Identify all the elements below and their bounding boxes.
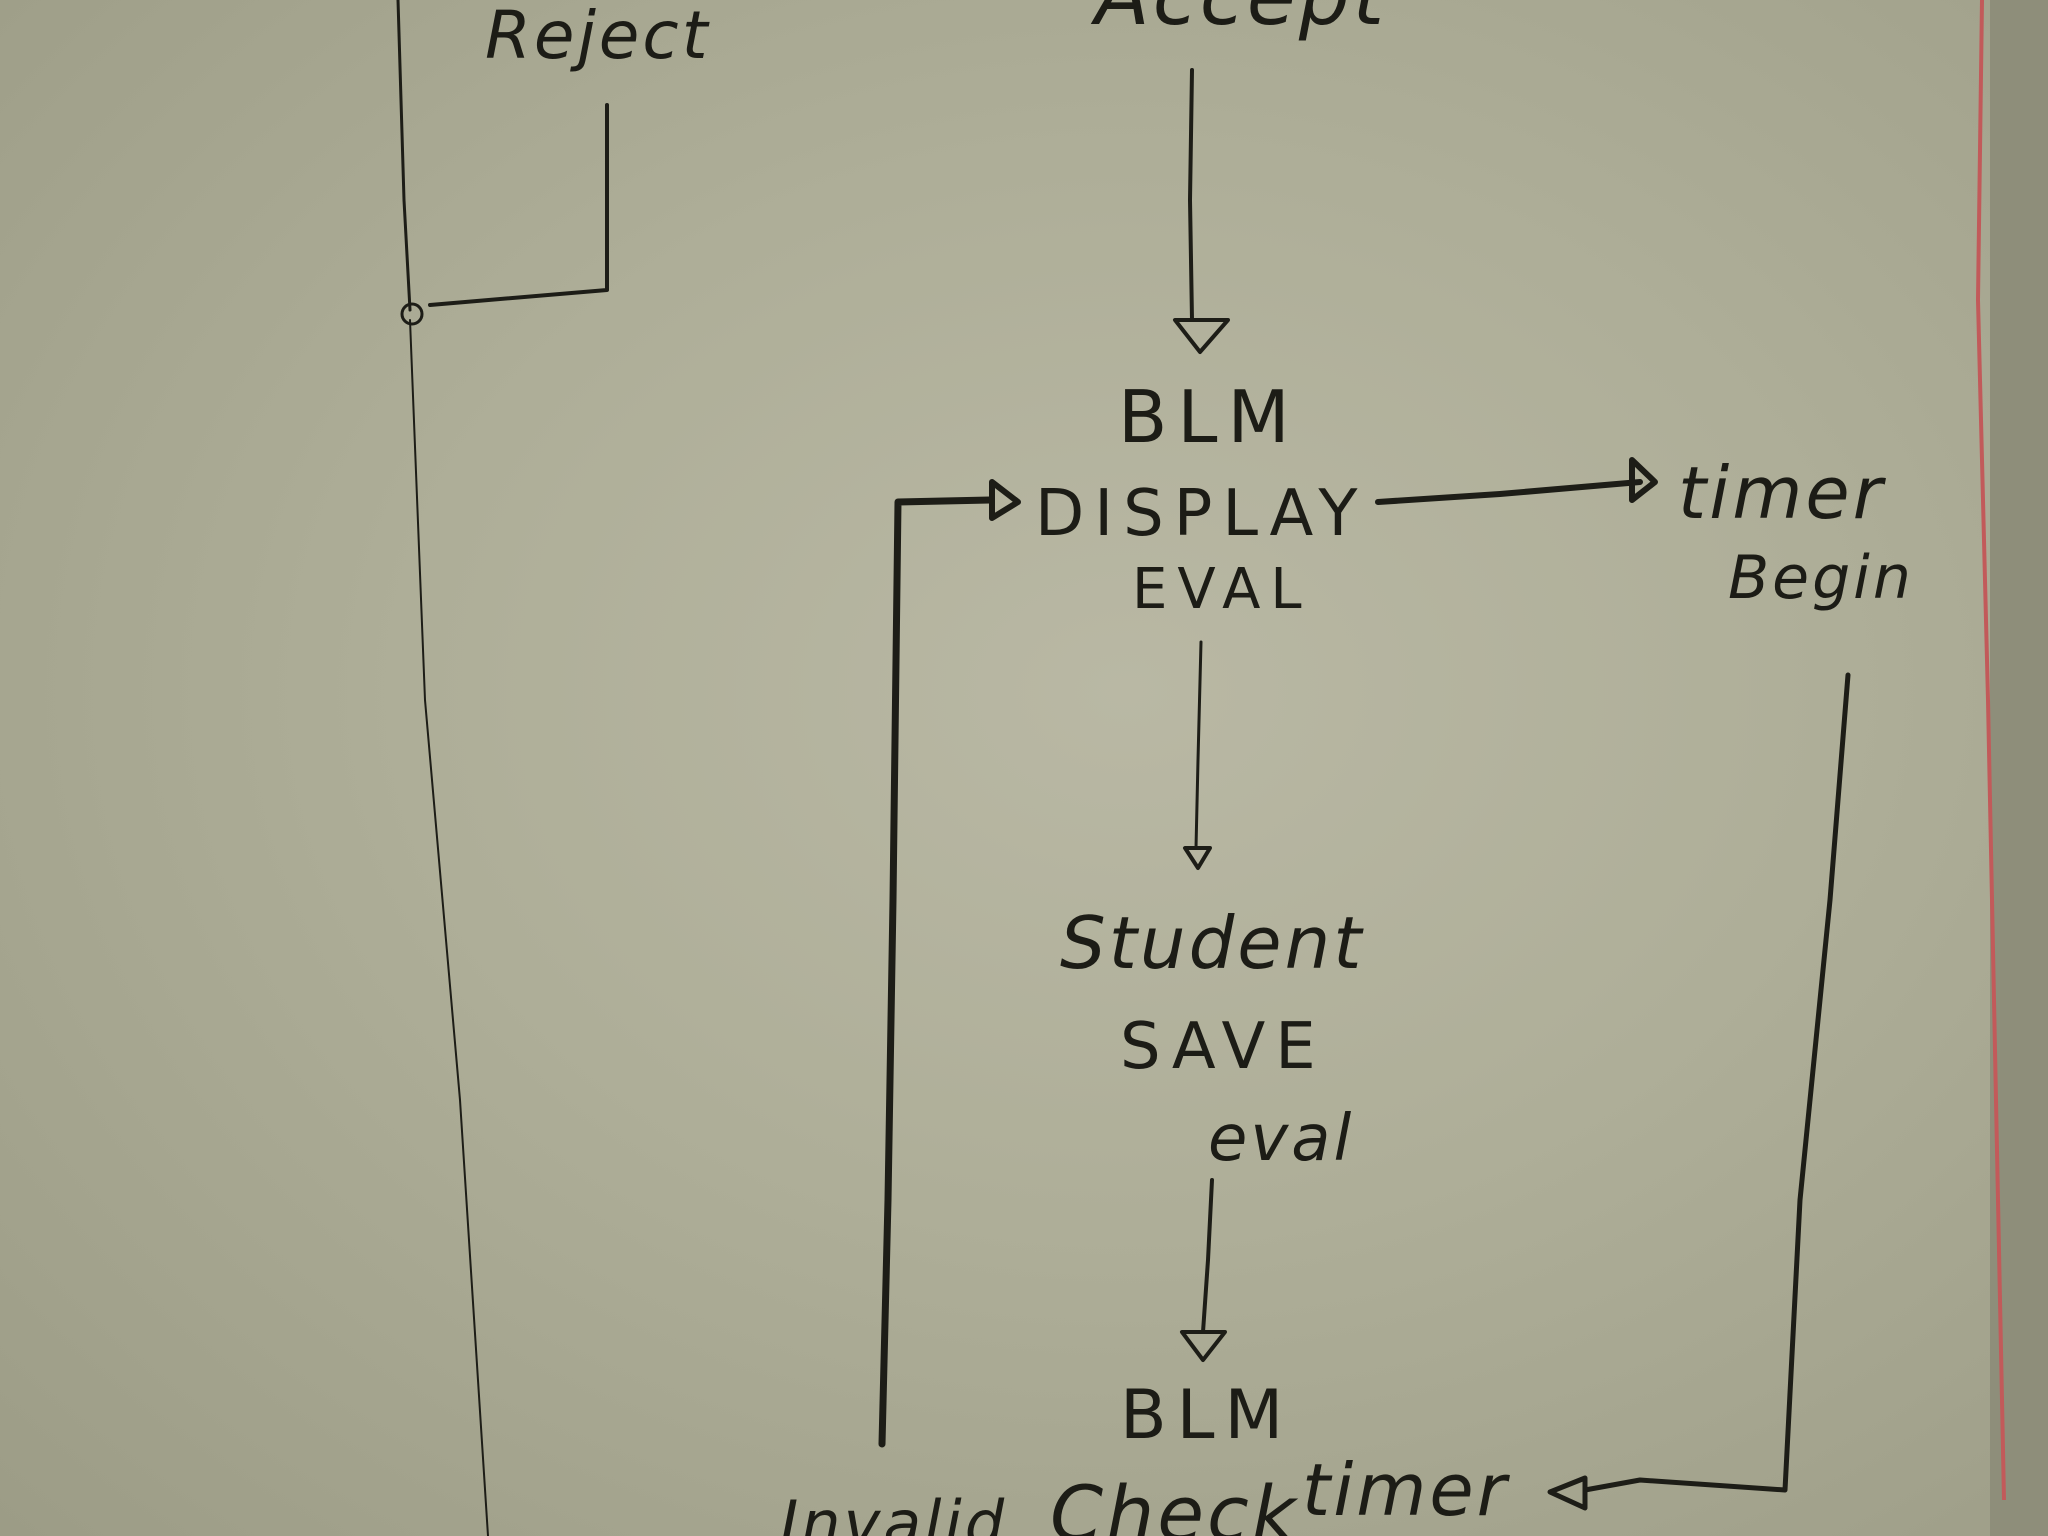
node-label-line-1: BLM (1118, 375, 1300, 459)
arrow-head (1547, 1475, 1588, 1511)
node-label-line-3: timer (1302, 1448, 1511, 1532)
arrow-head (989, 479, 1021, 521)
arrow-shaft (1582, 672, 1851, 1493)
left-vertical-line-top (396, 0, 412, 312)
node-label-line-3: eval (1208, 1102, 1354, 1176)
edge-student-to-check (1180, 1178, 1227, 1362)
edge-invalid-to-display (878, 479, 1021, 1448)
arrow-shaft (1375, 479, 1643, 505)
reject-connector (428, 103, 609, 307)
edge-accept-to-display (1173, 68, 1230, 354)
node-accept: Accept (1090, 0, 1387, 43)
left-vertical-line-bottom (409, 319, 489, 1536)
node-invalid: Invalid (780, 1487, 1007, 1536)
node-blm-check-timer: BLM Check timer (1050, 1376, 1511, 1536)
arrow-shaft (878, 496, 994, 1448)
arrow-shaft (1188, 68, 1194, 322)
edge-timer-to-check (1547, 672, 1851, 1511)
node-timer-begin: timer Begin (1678, 451, 1914, 613)
node-label-line-1: timer (1678, 451, 1887, 535)
edge-display-to-timer (1375, 457, 1658, 505)
node-reject: Reject (485, 0, 711, 74)
junction-circle (400, 302, 424, 326)
arrow-head (1183, 846, 1212, 870)
arrow-shaft (1194, 640, 1203, 850)
arrow-head (1180, 1330, 1227, 1362)
node-label-line-2: DISPLAY (1035, 477, 1367, 551)
reject-branch (396, 0, 609, 1536)
node-label-line-1: BLM (1120, 1376, 1293, 1455)
edge-display-to-student (1183, 640, 1212, 870)
node-label-line-2: SAVE (1120, 1010, 1326, 1084)
node-label-line-2: Begin (1728, 543, 1914, 613)
board-edge-red-line (1975, 0, 2006, 1501)
node-label-line-2: Check (1050, 1469, 1299, 1536)
arrow-head (1629, 457, 1658, 503)
arrow-shaft (1201, 1178, 1214, 1334)
node-student-save-eval: Student SAVE eval (1060, 901, 1364, 1176)
node-label-line-3: EVAL (1132, 557, 1312, 622)
node-blm-display-eval: BLM DISPLAY EVAL (1035, 375, 1367, 622)
arrow-head (1173, 318, 1230, 354)
node-label-line-1: Student (1060, 901, 1364, 985)
